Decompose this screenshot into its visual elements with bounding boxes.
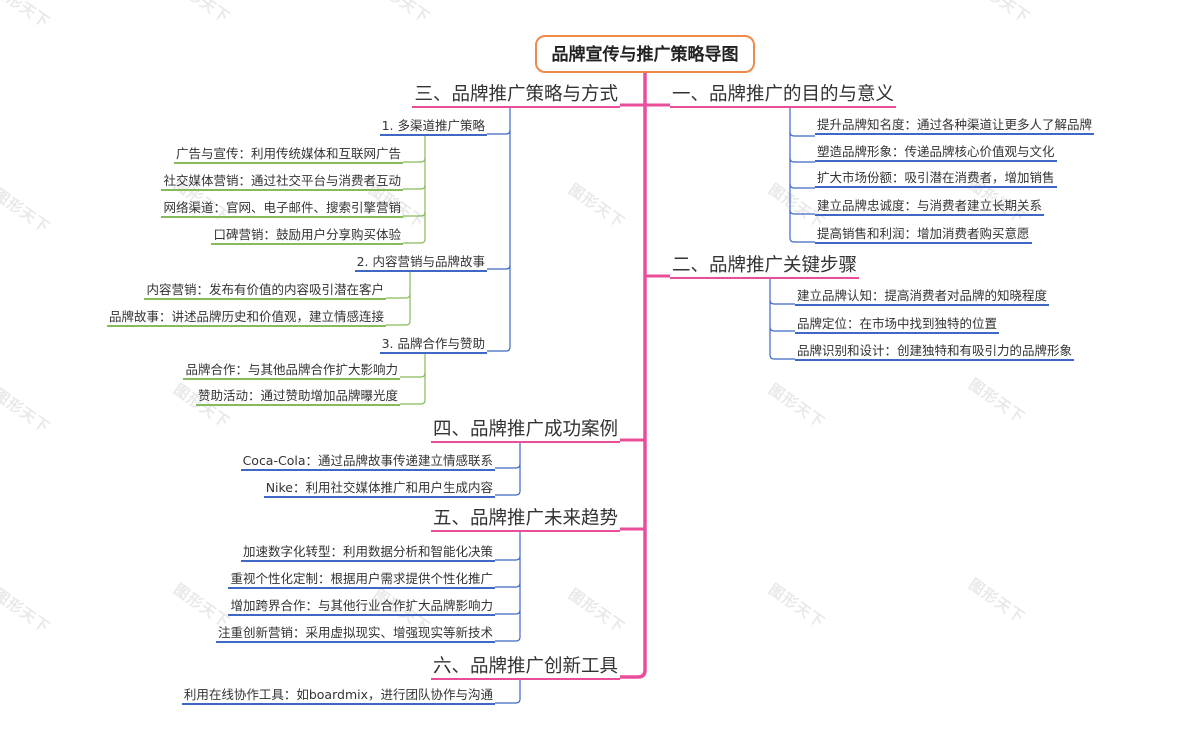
list-item[interactable]: 扩大市场份额：吸引潜在消费者，增加销售 [815, 170, 1057, 188]
branch-key-steps[interactable]: 二、品牌推广关键步骤 [670, 255, 860, 279]
list-item[interactable]: 网络渠道：官网、电子邮件、搜索引擎营销 [161, 200, 403, 218]
list-item[interactable]: 赞助活动：通过赞助增加品牌曝光度 [195, 388, 400, 406]
list-item[interactable]: 品牌故事：讲述品牌历史和价值观，建立情感连接 [106, 309, 386, 327]
list-item[interactable]: 加速数字化转型：利用数据分析和智能化决策 [240, 544, 495, 562]
branch-future-trends[interactable]: 五、品牌推广未来趋势 [430, 508, 620, 532]
list-item[interactable]: 建立品牌忠诚度：与消费者建立长期关系 [815, 198, 1045, 216]
list-item[interactable]: Nike：利用社交媒体推广和用户生成内容 [263, 480, 495, 498]
list-item[interactable]: 利用在线协作工具：如boardmix，进行团队协作与沟通 [181, 687, 495, 705]
list-item[interactable]: 注重创新营销：采用虚拟现实、增强现实等新技术 [215, 625, 495, 643]
branch-success-cases[interactable]: 四、品牌推广成功案例 [430, 419, 620, 443]
list-item[interactable]: 重视个性化定制：根据用户需求提供个性化推广 [228, 571, 495, 589]
list-item[interactable]: 广告与宣传：利用传统媒体和互联网广告 [173, 146, 403, 164]
list-item[interactable]: 品牌合作：与其他品牌合作扩大影响力 [183, 362, 400, 380]
group-multichannel[interactable]: 1. 多渠道推广策略 [379, 118, 487, 136]
root-node[interactable]: 品牌宣传与推广策略导图 [535, 35, 755, 73]
list-item[interactable]: 社交媒体营销：通过社交平台与消费者互动 [161, 173, 403, 191]
list-item[interactable]: 口碑营销：鼓励用户分享购买体验 [211, 227, 403, 245]
branch-purpose[interactable]: 一、品牌推广的目的与意义 [670, 84, 897, 108]
list-item[interactable]: 品牌识别和设计：创建独特和有吸引力的品牌形象 [795, 343, 1075, 361]
branch-strategies[interactable]: 三、品牌推广策略与方式 [412, 84, 620, 108]
list-item[interactable]: 提高销售和利润：增加消费者购买意愿 [815, 226, 1032, 244]
list-item[interactable]: 建立品牌认知：提高消费者对品牌的知晓程度 [795, 288, 1050, 306]
group-content-marketing[interactable]: 2. 内容营销与品牌故事 [354, 254, 487, 272]
list-item[interactable]: 提升品牌知名度：通过各种渠道让更多人了解品牌 [815, 117, 1095, 135]
group-partnership[interactable]: 3. 品牌合作与赞助 [379, 336, 487, 354]
list-item[interactable]: 内容营销：发布有价值的内容吸引潜在客户 [144, 282, 386, 300]
list-item[interactable]: 塑造品牌形象：传递品牌核心价值观与文化 [815, 144, 1057, 162]
list-item[interactable]: 增加跨界合作：与其他行业合作扩大品牌影响力 [228, 598, 495, 616]
list-item[interactable]: Coca-Cola：通过品牌故事传递建立情感联系 [240, 453, 495, 471]
list-item[interactable]: 品牌定位：在市场中找到独特的位置 [795, 316, 1000, 334]
branch-innovation-tools[interactable]: 六、品牌推广创新工具 [430, 656, 620, 680]
